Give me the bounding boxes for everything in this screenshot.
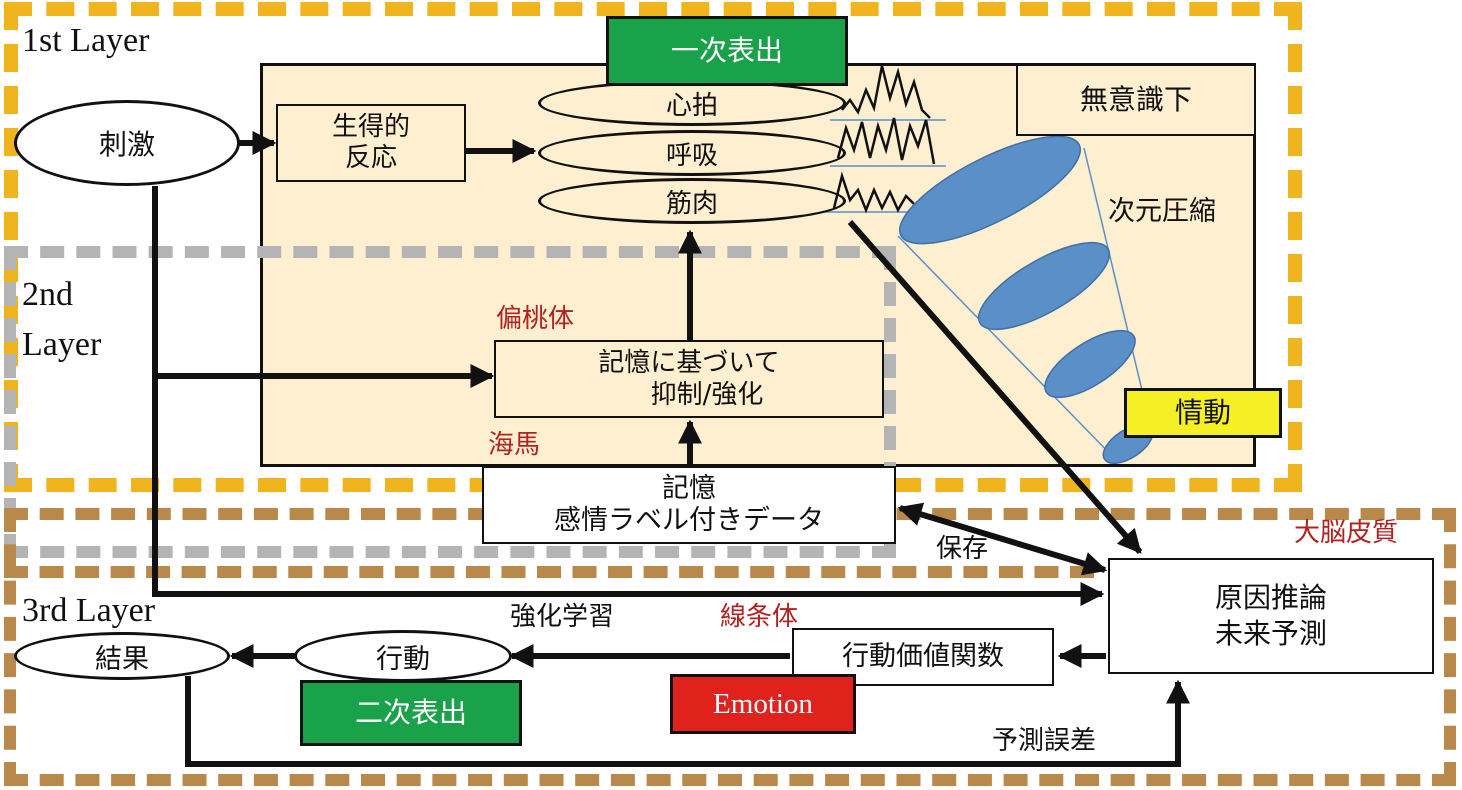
memory-box: 記憶 感情ラベル付きデータ [482, 466, 896, 544]
breathing-label: 呼吸 [665, 140, 718, 171]
muscle-node: 筋肉 [538, 178, 846, 224]
layer2-label-line1: 2nd [22, 276, 73, 313]
emotion-ja-label: 情動 [1124, 388, 1282, 438]
striatum-annotation: 線条体 [720, 602, 799, 632]
heartbeat-label: 心拍 [665, 90, 718, 121]
compression-ellipse-2 [977, 241, 1111, 331]
action-value-text: 行動価値関数 [842, 640, 1004, 672]
muscle-waveform [832, 171, 915, 214]
heartbeat-node: 心拍 [538, 80, 846, 126]
secondary-expression-text: 二次表出 [354, 696, 467, 730]
heartbeat-waveform [841, 65, 931, 119]
layer2-label-line2: Layer [22, 326, 102, 363]
innate-reaction-line2: 反応 [344, 143, 397, 173]
memory-control-line2: 抑制/強化 [650, 380, 764, 410]
memory-control-line1: 記憶に基づいて [598, 347, 780, 378]
subconscious-text: 無意識下 [1079, 83, 1192, 117]
emotion-en-text: Emotion [713, 687, 813, 720]
primary-expression-label: 一次表出 [606, 16, 848, 86]
cause-inference-line1: 原因推論 [1214, 580, 1327, 614]
emotion-ja-text: 情動 [1174, 396, 1231, 430]
innate-reaction-line1: 生得的 [331, 111, 410, 142]
cause-inference-box: 原因推論 未来予測 [1108, 558, 1434, 674]
layer3-frame-top-left [4, 566, 1094, 578]
line-stimulus-down [152, 186, 1105, 606]
amygdala-annotation: 偏桃体 [496, 304, 575, 334]
memory-line1: 記憶 [662, 472, 716, 504]
result-label: 結果 [95, 643, 149, 675]
dim-reduction-label: 次元圧縮 [1108, 196, 1216, 227]
line-prediction-error [185, 676, 1190, 767]
arrow-muscle-cortex [847, 220, 1143, 554]
action-node: 行動 [294, 630, 512, 682]
action-label: 行動 [376, 643, 430, 675]
future-prediction-line2: 未来予測 [1214, 617, 1327, 650]
breathing-waveform [836, 117, 936, 165]
compression-ellipse-3 [1044, 329, 1136, 399]
subconscious-box: 無意識下 [1016, 64, 1256, 136]
prediction-error-label: 予測誤差 [992, 726, 1097, 756]
layer1-frame [4, 2, 1302, 492]
save-label: 保存 [936, 534, 989, 564]
hippocampus-annotation: 海馬 [488, 430, 541, 460]
primary-expression-text: 一次表出 [670, 34, 783, 68]
memory-control-box: 記憶に基づいて 抑制/強化 [494, 340, 884, 418]
stimulus-label: 刺激 [98, 128, 155, 161]
layer3-label: 3rd Layer [22, 592, 156, 629]
memory-line2: 感情ラベル付きデータ [554, 505, 824, 536]
innate-reaction-box: 生得的 反応 [276, 104, 466, 182]
muscle-label: 筋肉 [665, 188, 718, 219]
compression-ellipse-1 [898, 135, 1082, 245]
breathing-node: 呼吸 [538, 130, 846, 176]
secondary-expression-label: 二次表出 [300, 680, 522, 746]
layer1-label: 1st Layer [22, 22, 150, 59]
result-node: 結果 [14, 632, 230, 680]
arrow-save [897, 502, 1108, 576]
stimulus-node: 刺激 [14, 100, 240, 186]
cortex-annotation: 大脳皮質 [1294, 518, 1399, 548]
emotion-en-label: Emotion [670, 674, 856, 734]
reinforcement-label: 強化学習 [510, 602, 615, 632]
